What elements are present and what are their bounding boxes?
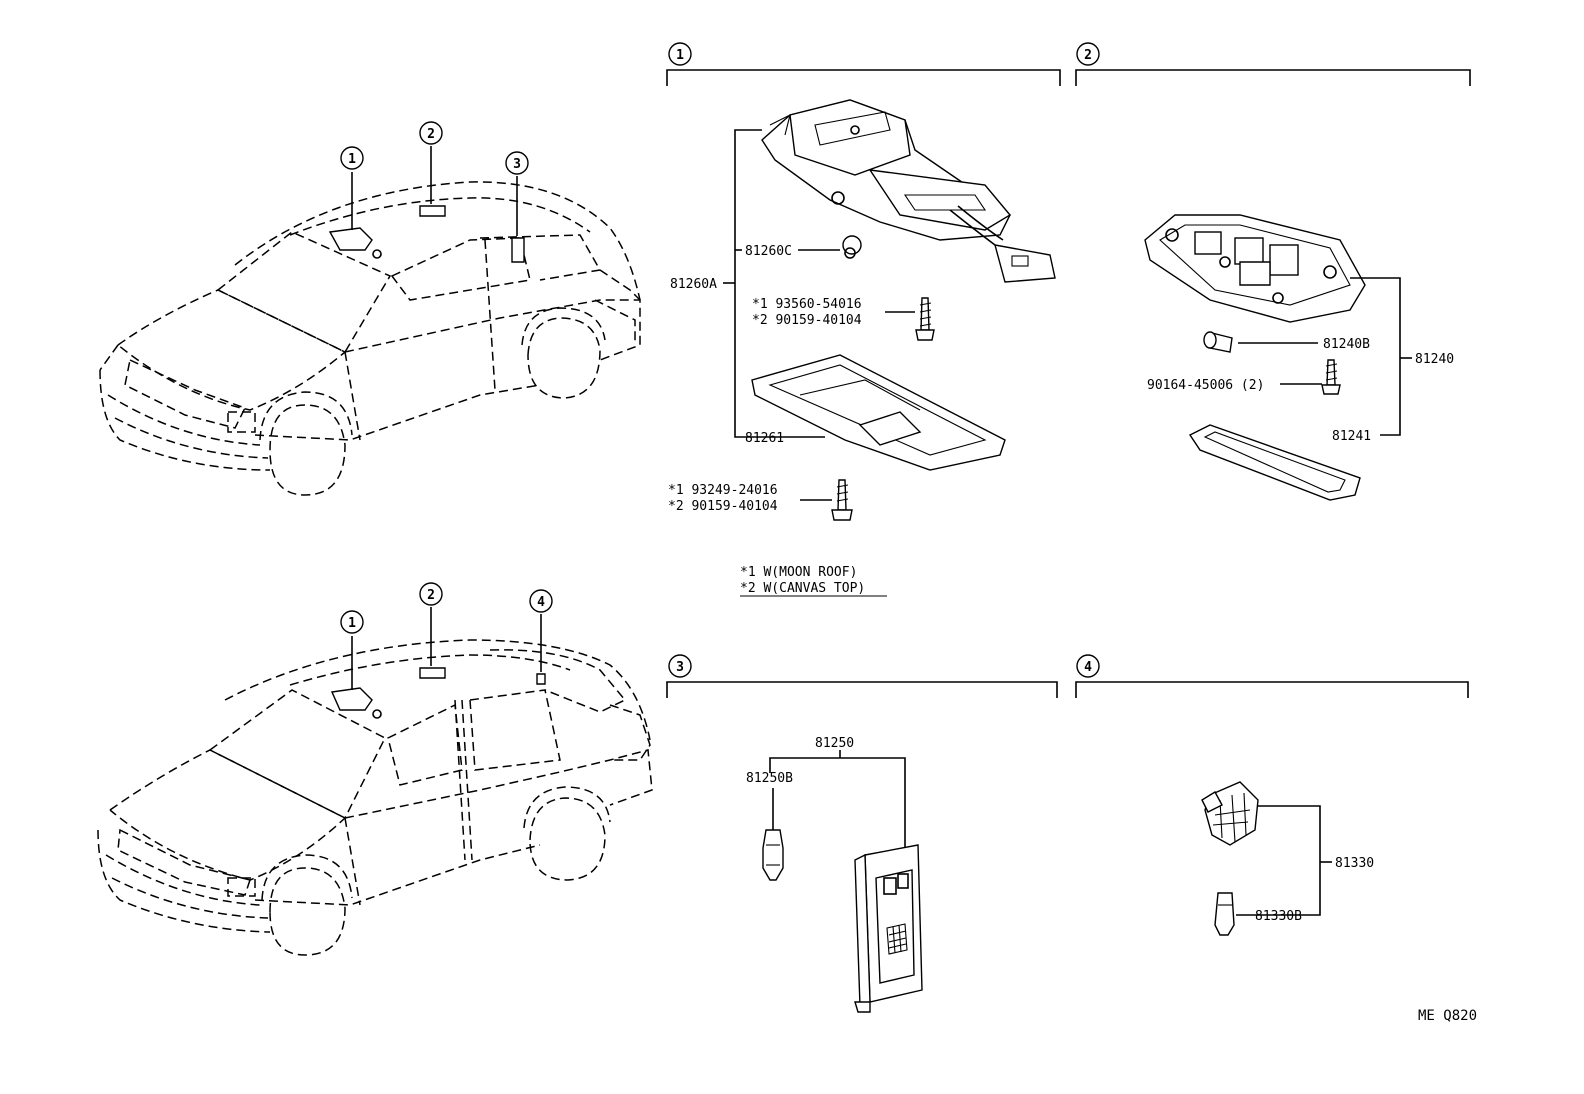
callout-2-top-label: 2	[427, 127, 435, 142]
map-lamp-assembly-81240	[1144, 214, 1366, 323]
section-4-header: 4	[1075, 654, 1469, 698]
bulb-81240B	[1203, 331, 1233, 353]
lens-81241	[1188, 424, 1361, 501]
section-4-number: 4	[1084, 660, 1092, 675]
room-lamp-assembly-81260A	[761, 99, 1056, 283]
bulb-81260C	[842, 235, 862, 259]
callout-2-top: 2	[419, 121, 443, 145]
screw-b-part-1: *1 93249-24016	[668, 483, 778, 498]
section-3-header: 3	[666, 654, 1058, 698]
part-number-81261: 81261	[745, 431, 784, 446]
section-3-number: 3	[676, 660, 684, 675]
section-2-header: 2	[1075, 42, 1471, 86]
lamp-lens-81261	[751, 354, 1006, 471]
bracket-81250	[769, 757, 906, 850]
part-number-81260C: 81260C	[745, 244, 792, 259]
part-number-81240: 81240	[1415, 352, 1454, 367]
bracket-81330	[1236, 805, 1321, 916]
part-number-81240B: 81240B	[1323, 337, 1370, 352]
callout-1-top: 1	[340, 146, 364, 170]
part-number-81260A: 81260A	[670, 277, 717, 292]
luggage-lamp-81250	[854, 844, 923, 1013]
screw-a-part-1: *1 93560-54016	[752, 297, 862, 312]
bracket-81240	[1350, 277, 1401, 436]
callout-1-bottom-label: 1	[348, 616, 356, 631]
part-number-81330: 81330	[1335, 856, 1374, 871]
bulb-81330B	[1214, 892, 1235, 936]
part-number-90164-45006: 90164-45006 (2)	[1147, 378, 1264, 393]
callout-2-bottom-label: 2	[427, 588, 435, 603]
screw-b-part-2: *2 90159-40104	[668, 499, 778, 514]
screw-icon	[1321, 359, 1341, 395]
callout-2-bottom: 2	[419, 582, 443, 606]
callout-1-bottom: 1	[340, 610, 364, 634]
part-number-81241: 81241	[1332, 429, 1371, 444]
screw-icon	[831, 479, 853, 521]
part-number-81250: 81250	[815, 736, 854, 751]
callout-3-top: 3	[505, 151, 529, 175]
section-2-number: 2	[1084, 48, 1092, 63]
section-1-number: 1	[676, 48, 684, 63]
hatchback-car-illustration	[99, 146, 641, 496]
bulb-81250B	[762, 829, 784, 881]
footnote-2: *2 W(CANVAS TOP)	[740, 581, 865, 596]
part-number-81330B: 81330B	[1255, 909, 1302, 924]
callout-3-top-label: 3	[513, 157, 521, 172]
screw-a-part-2: *2 90159-40104	[752, 313, 862, 328]
part-number-81250B: 81250B	[746, 771, 793, 786]
figure-code: ME Q820	[1418, 1008, 1477, 1024]
screw-icon	[915, 297, 935, 341]
callout-4-bottom-label: 4	[537, 595, 545, 610]
section-1-header: 1	[666, 42, 1061, 86]
socket-81330	[1201, 781, 1259, 846]
callout-4-bottom: 4	[529, 589, 553, 613]
footnote-1: *1 W(MOON ROOF)	[740, 565, 857, 580]
sedan-car-illustration	[97, 607, 653, 956]
callout-1-top-label: 1	[348, 152, 356, 167]
